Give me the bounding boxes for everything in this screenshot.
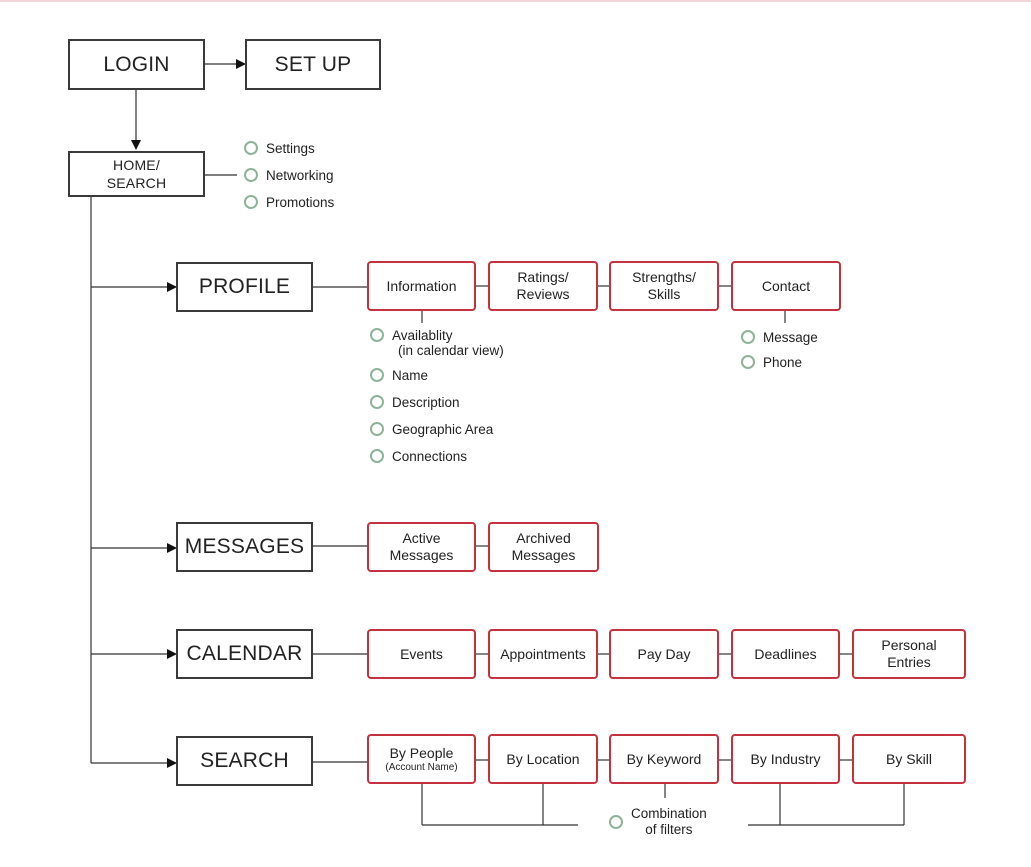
search-box: SEARCH (176, 736, 313, 786)
by-keyword-box: By Keyword (609, 734, 719, 784)
info-option-description: Description (370, 395, 460, 410)
option-circle-icon (370, 328, 384, 342)
option-circle-icon (244, 141, 258, 155)
profile-label: PROFILE (198, 275, 291, 298)
option-circle-icon (244, 168, 258, 182)
by-location-box: By Location (488, 734, 598, 784)
calendar-box: CALENDAR (176, 629, 313, 679)
contact-option-message: Message (741, 330, 818, 345)
option-circle-icon (244, 195, 258, 209)
option-circle-icon (741, 330, 755, 344)
information-label: Information (386, 277, 457, 294)
home-option-networking: Networking (244, 168, 334, 183)
by-industry-box: By Industry (731, 734, 840, 784)
strengths-skills-box: Strengths/ Skills (609, 261, 719, 311)
personal-entries-box: Personal Entries (852, 629, 966, 679)
setup-box: SET UP (245, 39, 381, 90)
messages-box: MESSAGES (176, 522, 313, 572)
home-option-settings: Settings (244, 141, 315, 156)
option-circle-icon (609, 815, 623, 829)
login-box: LOGIN (68, 39, 205, 90)
option-circle-icon (370, 395, 384, 409)
information-box: Information (367, 261, 476, 311)
deadlines-box: Deadlines (731, 629, 840, 679)
info-option-availability: Availablity (in calendar view) (370, 328, 504, 358)
contact-label: Contact (761, 277, 811, 294)
by-people-box: By People (Account Name) (367, 734, 476, 784)
messages-label: MESSAGES (184, 535, 305, 558)
option-circle-icon (741, 355, 755, 369)
contact-option-phone: Phone (741, 355, 802, 370)
option-circle-icon (370, 449, 384, 463)
contact-box: Contact (731, 261, 841, 311)
appointments-box: Appointments (488, 629, 598, 679)
profile-box: PROFILE (176, 262, 313, 312)
active-messages-box: Active Messages (367, 522, 476, 572)
info-option-name: Name (370, 368, 428, 383)
info-option-connections: Connections (370, 449, 467, 464)
archived-messages-box: Archived Messages (488, 522, 599, 572)
info-option-geographic: Geographic Area (370, 422, 493, 437)
home-search-box: HOME/ SEARCH (68, 151, 205, 197)
payday-box: Pay Day (609, 629, 719, 679)
top-divider (0, 0, 1031, 2)
login-label: LOGIN (103, 52, 170, 76)
home-label-line2: SEARCH (106, 175, 167, 191)
option-circle-icon (370, 368, 384, 382)
setup-label: SET UP (274, 52, 352, 76)
option-circle-icon (370, 422, 384, 436)
by-skill-box: By Skill (852, 734, 966, 784)
ratings-reviews-box: Ratings/ Reviews (488, 261, 598, 311)
search-label: SEARCH (200, 749, 289, 772)
combination-of-filters: Combination of filters (609, 806, 707, 838)
home-option-promotions: Promotions (244, 195, 334, 210)
calendar-label: CALENDAR (186, 642, 303, 665)
events-box: Events (367, 629, 476, 679)
home-label-line1: HOME/ (113, 157, 160, 173)
